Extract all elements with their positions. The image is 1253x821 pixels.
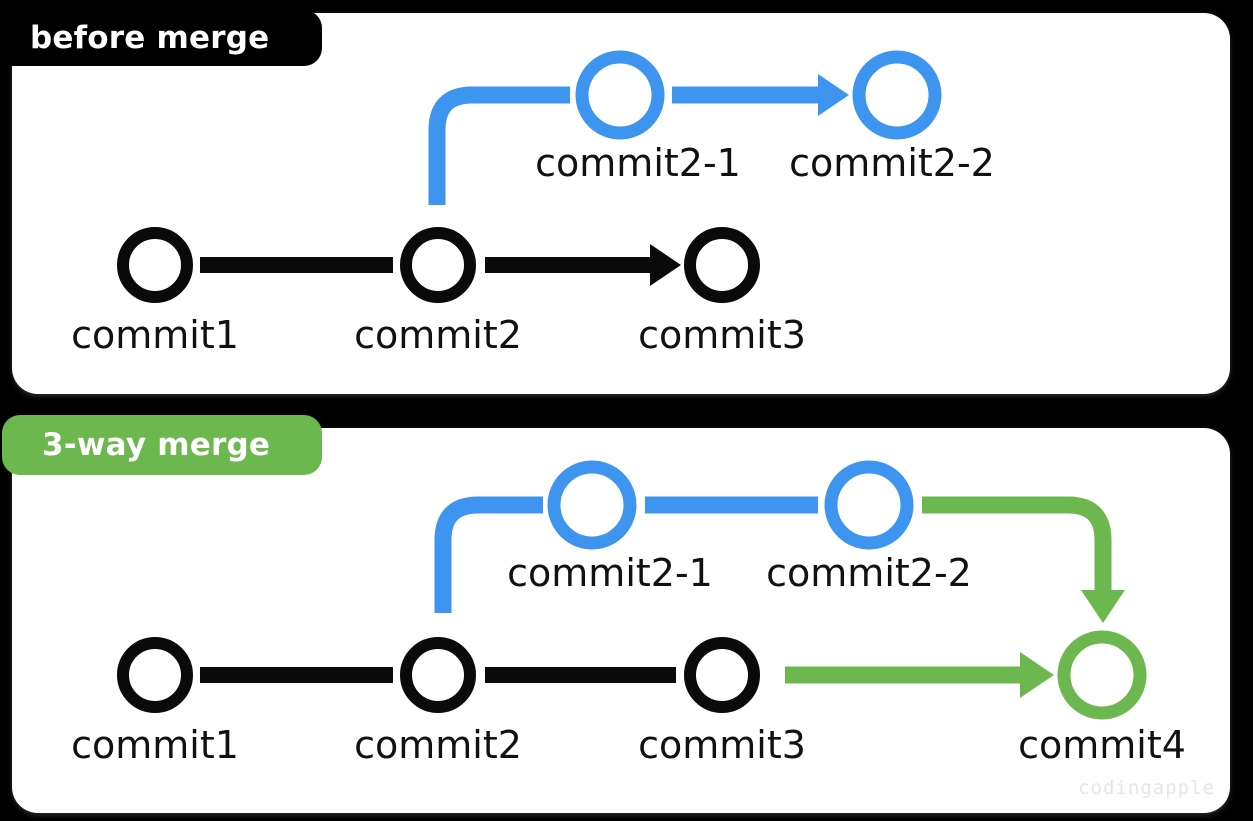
label-commit2-1-bottom: commit2-1 [507,551,713,595]
label-commit3-top: commit3 [638,313,806,357]
label-commit2-2-top: commit2-2 [789,141,995,185]
label-commit1-top: commit1 [71,313,239,357]
panel-badge-before-merge: before merge [0,10,322,66]
watermark: codingapple [1078,777,1215,799]
label-commit2-2-bottom: commit2-2 [766,551,972,595]
label-commit2-bottom: commit2 [354,723,522,767]
label-commit4-bottom: commit4 [1018,723,1186,767]
label-commit1-bottom: commit1 [71,723,239,767]
label-commit3-bottom: commit3 [638,723,806,767]
label-commit2-1-top: commit2-1 [535,141,741,185]
label-commit2-top: commit2 [354,313,522,357]
panel-badge-three-way-merge: 3-way merge [2,415,322,475]
